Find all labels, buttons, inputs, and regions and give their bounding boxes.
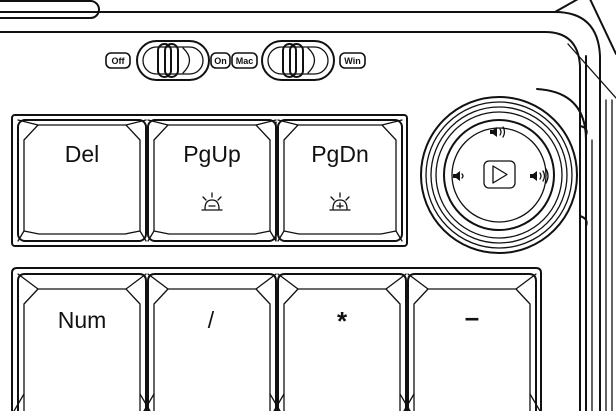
slash-key[interactable]: / <box>143 273 281 411</box>
nav-cluster-frame <box>11 114 408 247</box>
del-key-label: Del <box>65 141 100 167</box>
pgup-key-label: PgUp <box>183 141 241 167</box>
num-key-label: Num <box>58 307 107 333</box>
del-key[interactable]: Del <box>17 119 147 242</box>
svg-text:Mac: Mac <box>236 56 254 66</box>
pgdn-key-label: PgDn <box>311 141 369 167</box>
volume-down-icon <box>453 171 464 181</box>
switch-label-on: On <box>210 52 231 69</box>
mode-toggle-switch[interactable] <box>261 40 335 81</box>
minus-key-label: – <box>465 302 479 332</box>
switch-label-off: Off <box>105 52 131 69</box>
switch-label-mac: Mac <box>231 52 258 69</box>
svg-text:Off: Off <box>112 56 126 66</box>
pgdn-key[interactable]: PgDn <box>277 119 403 242</box>
switch-label-win: Win <box>339 52 366 69</box>
play-icon <box>483 160 516 189</box>
pgup-key[interactable]: PgUp <box>147 119 277 242</box>
backlight-down-icon <box>201 192 223 211</box>
volume-max-icon <box>530 168 549 184</box>
minus-key[interactable]: – <box>403 273 541 411</box>
svg-text:On: On <box>214 56 227 66</box>
num-key[interactable]: Num <box>13 273 151 411</box>
asterisk-key-label: * <box>337 306 348 336</box>
volume-up-icon <box>490 126 506 138</box>
volume-knob[interactable] <box>420 96 578 254</box>
os-toggle-switch[interactable] <box>136 40 210 81</box>
indicator-pill <box>0 0 100 19</box>
backlight-up-icon <box>329 192 351 211</box>
svg-text:Win: Win <box>344 56 360 66</box>
slash-key-label: / <box>208 307 215 333</box>
asterisk-key[interactable]: * <box>273 273 411 411</box>
